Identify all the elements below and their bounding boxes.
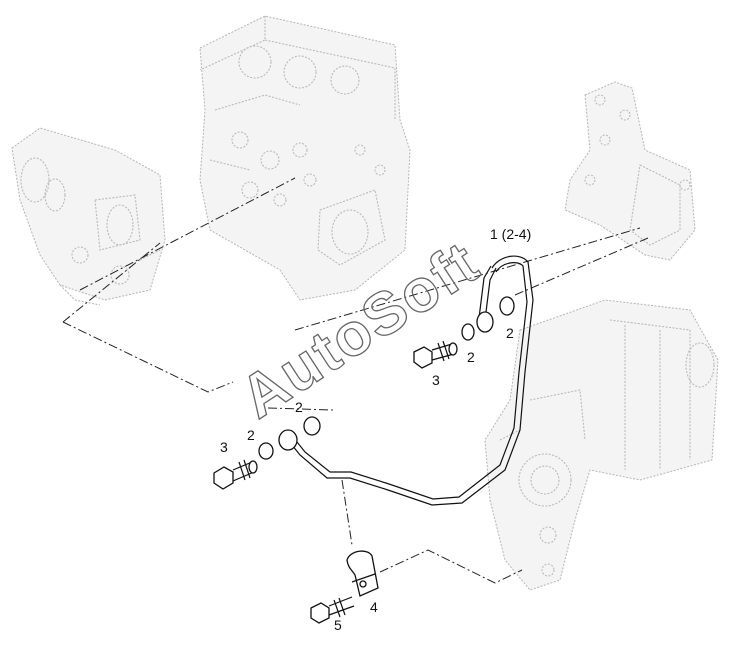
callout-3-upper: 3 — [432, 372, 440, 388]
callout-2-lower-left: 2 — [247, 427, 255, 443]
sealing-washers-part-2 — [258, 296, 515, 460]
banjo-bolt-upper-part-3 — [413, 340, 458, 369]
callout-2-upper-left: 2 — [467, 349, 475, 365]
callout-3-lower: 3 — [220, 439, 228, 455]
clamp-bolt-part-5 — [310, 596, 355, 624]
callout-4: 4 — [370, 599, 378, 615]
callout-2-lower-right: 2 — [295, 399, 303, 415]
clamp-part-4 — [346, 550, 379, 597]
engine-block-ghost — [199, 15, 411, 301]
callout-1: 1 (2-4) — [490, 226, 531, 242]
leader-lines — [62, 177, 649, 584]
callout-2-upper-right: 2 — [506, 325, 514, 341]
oil-pipe-part-1 — [278, 255, 534, 506]
callout-5: 5 — [334, 617, 342, 633]
callout-labels: 1 (2-4) 2 2 3 2 2 3 4 5 — [220, 226, 531, 633]
gear-cover-ghost — [484, 299, 719, 591]
filter-housing-ghost — [11, 127, 166, 306]
gasket-plate-ghost — [564, 81, 696, 261]
banjo-bolt-lower-part-3 — [213, 459, 258, 490]
